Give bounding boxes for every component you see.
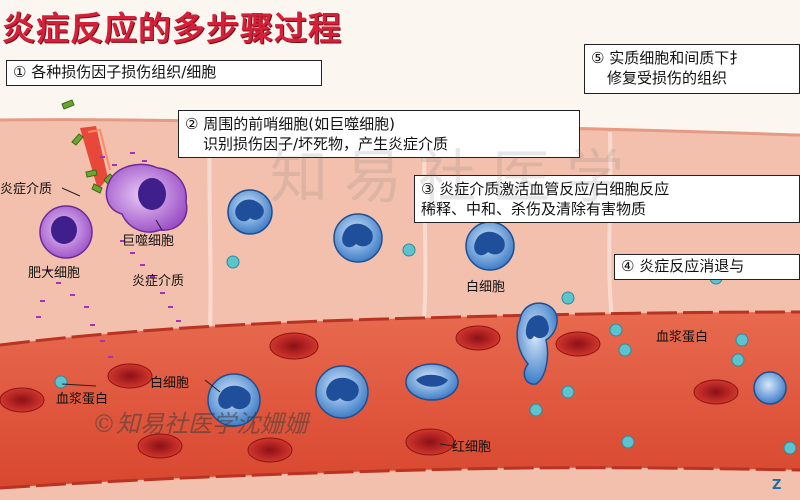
macrophage-cell (105, 163, 188, 233)
injury-site (80, 126, 111, 190)
label-rbc: 红细胞 (452, 440, 492, 455)
mediator-dots (36, 152, 181, 358)
wbc-tissue-2 (333, 213, 383, 263)
wbc-vessel-3 (405, 363, 459, 401)
watermark-main: 知易社医学 (270, 143, 641, 211)
step-2-line2: 识别损伤因子/坏死物，产生炎症介质 (203, 135, 449, 153)
mast-cell (39, 205, 93, 259)
brand-mark: Z (772, 478, 782, 493)
wbc-tissue-1 (227, 189, 273, 235)
step-4-box: ④ 炎症反应消退与 (614, 254, 800, 280)
label-plasma-protein-right: 血浆蛋白 (656, 330, 709, 345)
step-2-line1: ② 周围的前哨细胞(如巨噬细胞) (185, 115, 395, 133)
label-wbc-vessel: 白细胞 (150, 376, 190, 391)
step-5-line2: 修复受损伤的组织 (607, 69, 728, 87)
step-5-line1: ⑤ 实质细胞和间质下扌 (591, 49, 745, 67)
label-macrophage: 巨噬细胞 (122, 234, 175, 249)
step-3-box: ③ 炎症介质激活血管反应/白细胞反应 稀释、中和、杀伤及清除有害物质 (414, 175, 800, 223)
page-title: 炎症反应的多步骤过程 (2, 9, 342, 48)
vessel-wall-bottom (0, 466, 800, 490)
damage-fragments (61, 99, 115, 194)
label-mast-cell: 肥大细胞 (28, 266, 81, 281)
label-mediator-left: 炎症介质 (0, 182, 53, 197)
step-1-box: ① 各种损伤因子损伤组织/细胞 (6, 60, 322, 86)
wbc-tissue-3 (465, 221, 515, 271)
step-3-line2: 稀释、中和、杀伤及清除有害物质 (421, 200, 647, 218)
label-leaders (61, 187, 455, 447)
step-4-text: ④ 炎症反应消退与 (621, 257, 745, 275)
wbc-vessel-2 (315, 365, 369, 419)
watermark-copyright: ©知易社医学沈姗姗 (92, 410, 308, 438)
label-mediator-mid: 炎症介质 (132, 274, 185, 289)
wbc-vessel-4 (753, 371, 787, 405)
step-5-box: ⑤ 实质细胞和间质下扌 修复受损伤的组织 (584, 44, 800, 94)
step-3-line1: ③ 炎症介质激活血管反应/白细胞反应 (421, 180, 670, 198)
label-wbc-tissue: 白细胞 (466, 280, 506, 295)
vessel-wall-top (0, 310, 800, 347)
step-2-box: ② 周围的前哨细胞(如巨噬细胞) 识别损伤因子/坏死物，产生炎症介质 (178, 110, 580, 158)
wbc-vessel-1 (207, 373, 261, 427)
wbc-extravasating (516, 302, 558, 385)
label-plasma-protein-left: 血浆蛋白 (56, 392, 109, 407)
step-1-text: ① 各种损伤因子损伤组织/细胞 (13, 63, 217, 81)
red-blood-cells (0, 325, 739, 463)
blood-vessel (0, 312, 800, 488)
